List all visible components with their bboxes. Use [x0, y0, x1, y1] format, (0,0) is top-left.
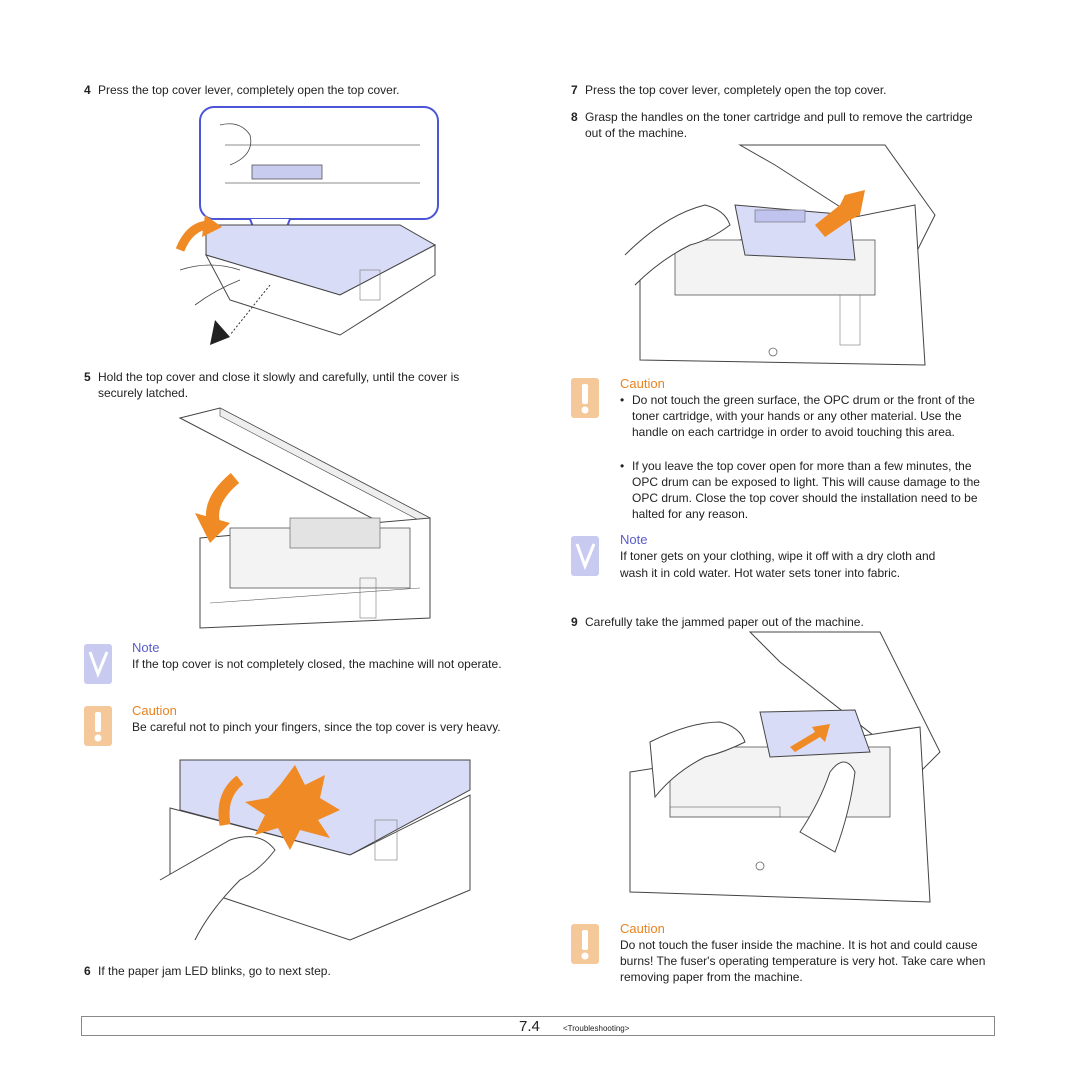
note-heading: Note	[620, 532, 648, 547]
figure-remove-toner-cartridge	[624, 144, 936, 366]
caution-heading: Caution	[620, 921, 665, 936]
caution-icon	[571, 924, 599, 964]
caution-text: Do not touch the fuser inside the machin…	[620, 938, 986, 984]
step-text: Carefully take the jammed paper out of t…	[585, 615, 864, 629]
step-number: 8	[571, 110, 578, 124]
bullet-text: Do not touch the green surface, the OPC …	[632, 393, 975, 439]
bullet-dot: •	[620, 393, 625, 407]
caution-icon	[571, 378, 599, 418]
section-name: <Troubleshooting>	[563, 1024, 630, 1033]
note-icon	[84, 644, 112, 684]
caution-heading: Caution	[620, 376, 665, 391]
step-text: Press the top cover lever, completely op…	[585, 83, 887, 97]
step-number: 6	[84, 964, 91, 978]
page-number: 7.4	[519, 1018, 540, 1035]
step-text: Hold the top cover and close it slowly a…	[98, 370, 460, 400]
caution-text: Be careful not to pinch your fingers, si…	[132, 720, 501, 734]
note-text: If toner gets on your clothing, wipe it …	[620, 549, 936, 580]
note-heading: Note	[132, 640, 160, 655]
bullet-text: If you leave the top cover open for more…	[632, 459, 980, 521]
figure-open-top-cover	[175, 106, 439, 345]
figure-pinch-warning	[159, 759, 471, 941]
step-text: Grasp the handles on the toner cartridge…	[585, 110, 973, 140]
step-number: 4	[84, 83, 91, 97]
figure-close-top-cover	[178, 407, 431, 629]
step-text: Press the top cover lever, completely op…	[98, 83, 400, 97]
note-icon	[571, 536, 599, 576]
bullet-dot: •	[620, 459, 625, 473]
caution-heading: Caution	[132, 703, 177, 718]
note-text: If the top cover is not completely close…	[132, 657, 502, 671]
step-number: 7	[571, 83, 578, 97]
footer-bar	[81, 1016, 995, 1036]
step-number: 5	[84, 370, 91, 384]
figure-remove-jammed-paper	[629, 631, 941, 903]
step-text: If the paper jam LED blinks, go to next …	[98, 964, 331, 978]
caution-icon	[84, 706, 112, 746]
step-number: 9	[571, 615, 578, 629]
